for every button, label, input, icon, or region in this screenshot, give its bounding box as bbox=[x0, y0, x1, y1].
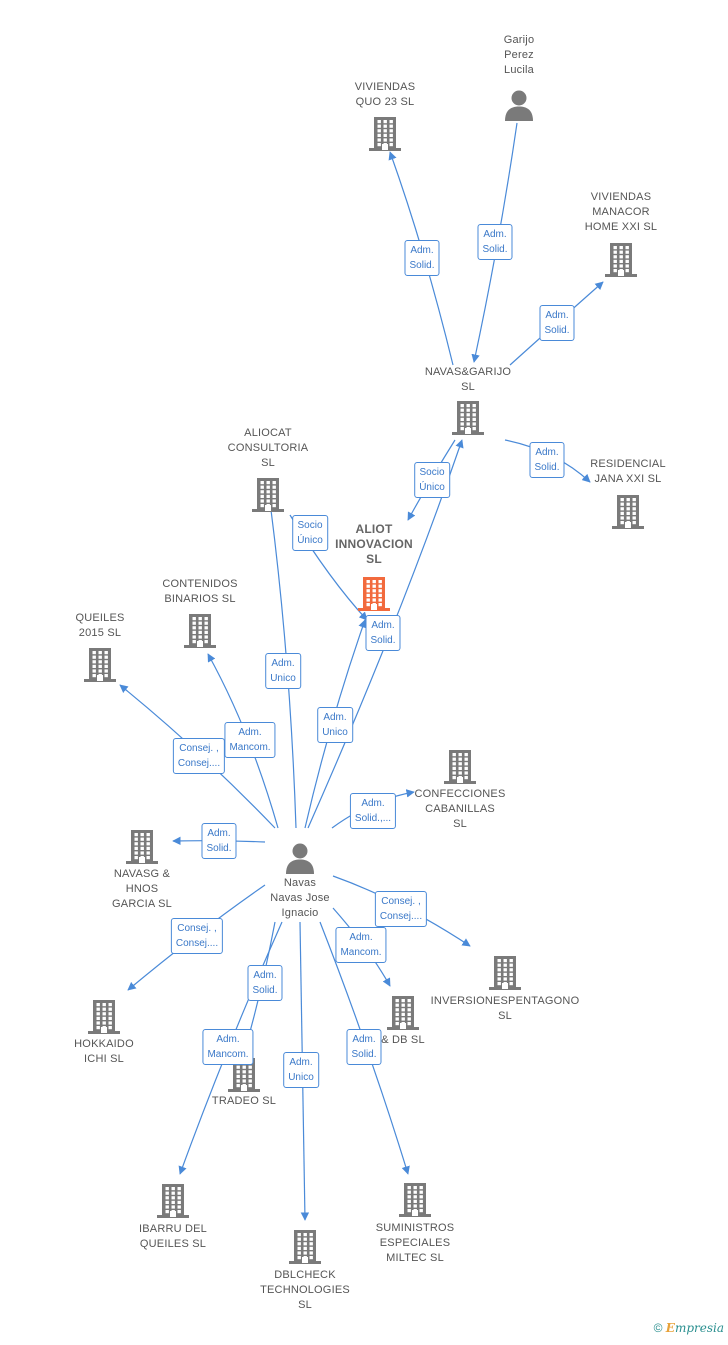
node-label-tradeo[interactable]: TRADEO SL bbox=[211, 1095, 277, 1107]
edge-role-label[interactable]: Adm. Solid. bbox=[477, 224, 513, 260]
node-label-inversiones[interactable]: INVERSIONESPENTAGONO SL bbox=[430, 995, 580, 1022]
building-icon[interactable] bbox=[126, 829, 158, 870]
edge-role-label[interactable]: Adm. Mancom. bbox=[335, 927, 387, 963]
node-label-db[interactable]: & DB SL bbox=[381, 1034, 425, 1046]
edge-role-label[interactable]: Adm. Unico bbox=[283, 1052, 319, 1088]
building-icon[interactable] bbox=[252, 477, 284, 518]
building-icon[interactable] bbox=[399, 1182, 431, 1223]
edge-role-label[interactable]: Consej. , Consej.... bbox=[374, 891, 428, 927]
building-icon[interactable] bbox=[489, 955, 521, 996]
edge-role-label[interactable]: Adm. Mancom. bbox=[202, 1029, 254, 1065]
edge-role-label[interactable]: Adm. Solid. bbox=[404, 240, 440, 276]
edge-role-label[interactable]: Adm. Solid.,... bbox=[349, 793, 397, 829]
node-label-navasg[interactable]: NAVASG & HNOS GARCIA SL bbox=[112, 868, 172, 910]
edge-role-label[interactable]: Adm. Solid. bbox=[365, 615, 401, 651]
node-label-queiles[interactable]: QUEILES 2015 SL bbox=[75, 612, 125, 639]
edge-role-label[interactable]: Consej. , Consej.... bbox=[172, 738, 226, 774]
empresia-logo: Empresia bbox=[665, 1321, 724, 1335]
edge-role-label[interactable]: Adm. Solid. bbox=[346, 1029, 382, 1065]
edge-role-label[interactable]: Adm. Unico bbox=[265, 653, 301, 689]
building-icon[interactable] bbox=[358, 576, 390, 617]
person-icon[interactable] bbox=[285, 843, 315, 880]
edge-role-label[interactable]: Adm. Mancom. bbox=[224, 722, 276, 758]
node-label-aliocat[interactable]: ALIOCAT CONSULTORIA SL bbox=[227, 427, 309, 469]
node-label-garijo[interactable]: Garijo Perez Lucila bbox=[503, 34, 535, 76]
node-label-aliot[interactable]: ALIOT INNOVACION SL bbox=[335, 522, 413, 566]
building-icon[interactable] bbox=[88, 999, 120, 1040]
building-icon[interactable] bbox=[369, 116, 401, 157]
node-label-contenidos[interactable]: CONTENIDOS BINARIOS SL bbox=[162, 578, 238, 605]
building-icon[interactable] bbox=[184, 613, 216, 654]
edge-role-label[interactable]: Adm. Solid. bbox=[539, 305, 575, 341]
building-icon[interactable] bbox=[605, 242, 637, 283]
footer-brand: © Empresia bbox=[654, 1321, 724, 1335]
node-label-ibarru[interactable]: IBARRU DEL QUEILES SL bbox=[138, 1223, 208, 1250]
node-label-viviendas-manacor[interactable]: VIVIENDAS MANACOR HOME XXI SL bbox=[584, 191, 658, 233]
edge-role-label[interactable]: Consej. , Consej.... bbox=[170, 918, 224, 954]
node-label-person[interactable]: Navas Navas Jose Ignacio bbox=[270, 877, 330, 919]
edge-role-label[interactable]: Adm. Solid. bbox=[529, 442, 565, 478]
node-label-residencial[interactable]: RESIDENCIAL JANA XXI SL bbox=[590, 458, 666, 485]
building-icon[interactable] bbox=[452, 400, 484, 441]
node-label-hokkaido[interactable]: HOKKAIDO ICHI SL bbox=[74, 1038, 134, 1065]
edge-role-label[interactable]: Socio Único bbox=[414, 462, 450, 498]
building-icon[interactable] bbox=[228, 1057, 260, 1098]
building-icon[interactable] bbox=[612, 494, 644, 535]
node-label-suministros[interactable]: SUMINISTROS ESPECIALES MILTEC SL bbox=[375, 1222, 455, 1264]
building-icon[interactable] bbox=[84, 647, 116, 688]
node-label-confecciones[interactable]: CONFECCIONES CABANILLAS SL bbox=[414, 788, 506, 830]
edge-role-label[interactable]: Socio Único bbox=[292, 515, 328, 551]
edge-role-label[interactable]: Adm. Unico bbox=[317, 707, 353, 743]
building-icon[interactable] bbox=[289, 1229, 321, 1270]
building-icon[interactable] bbox=[387, 995, 419, 1036]
building-icon[interactable] bbox=[157, 1183, 189, 1224]
node-label-navas-garijo[interactable]: NAVAS&GARIJO SL bbox=[424, 366, 512, 393]
copyright-symbol: © bbox=[653, 1321, 663, 1335]
person-icon[interactable] bbox=[504, 90, 534, 127]
node-label-viviendas-quo[interactable]: VIVIENDAS QUO 23 SL bbox=[354, 81, 416, 108]
edge-role-label[interactable]: Adm. Solid. bbox=[201, 823, 237, 859]
node-label-dblcheck[interactable]: DBLCHECK TECHNOLOGIES SL bbox=[260, 1269, 350, 1311]
edge-role-label[interactable]: Adm. Solid. bbox=[247, 965, 283, 1001]
building-icon[interactable] bbox=[444, 749, 476, 790]
